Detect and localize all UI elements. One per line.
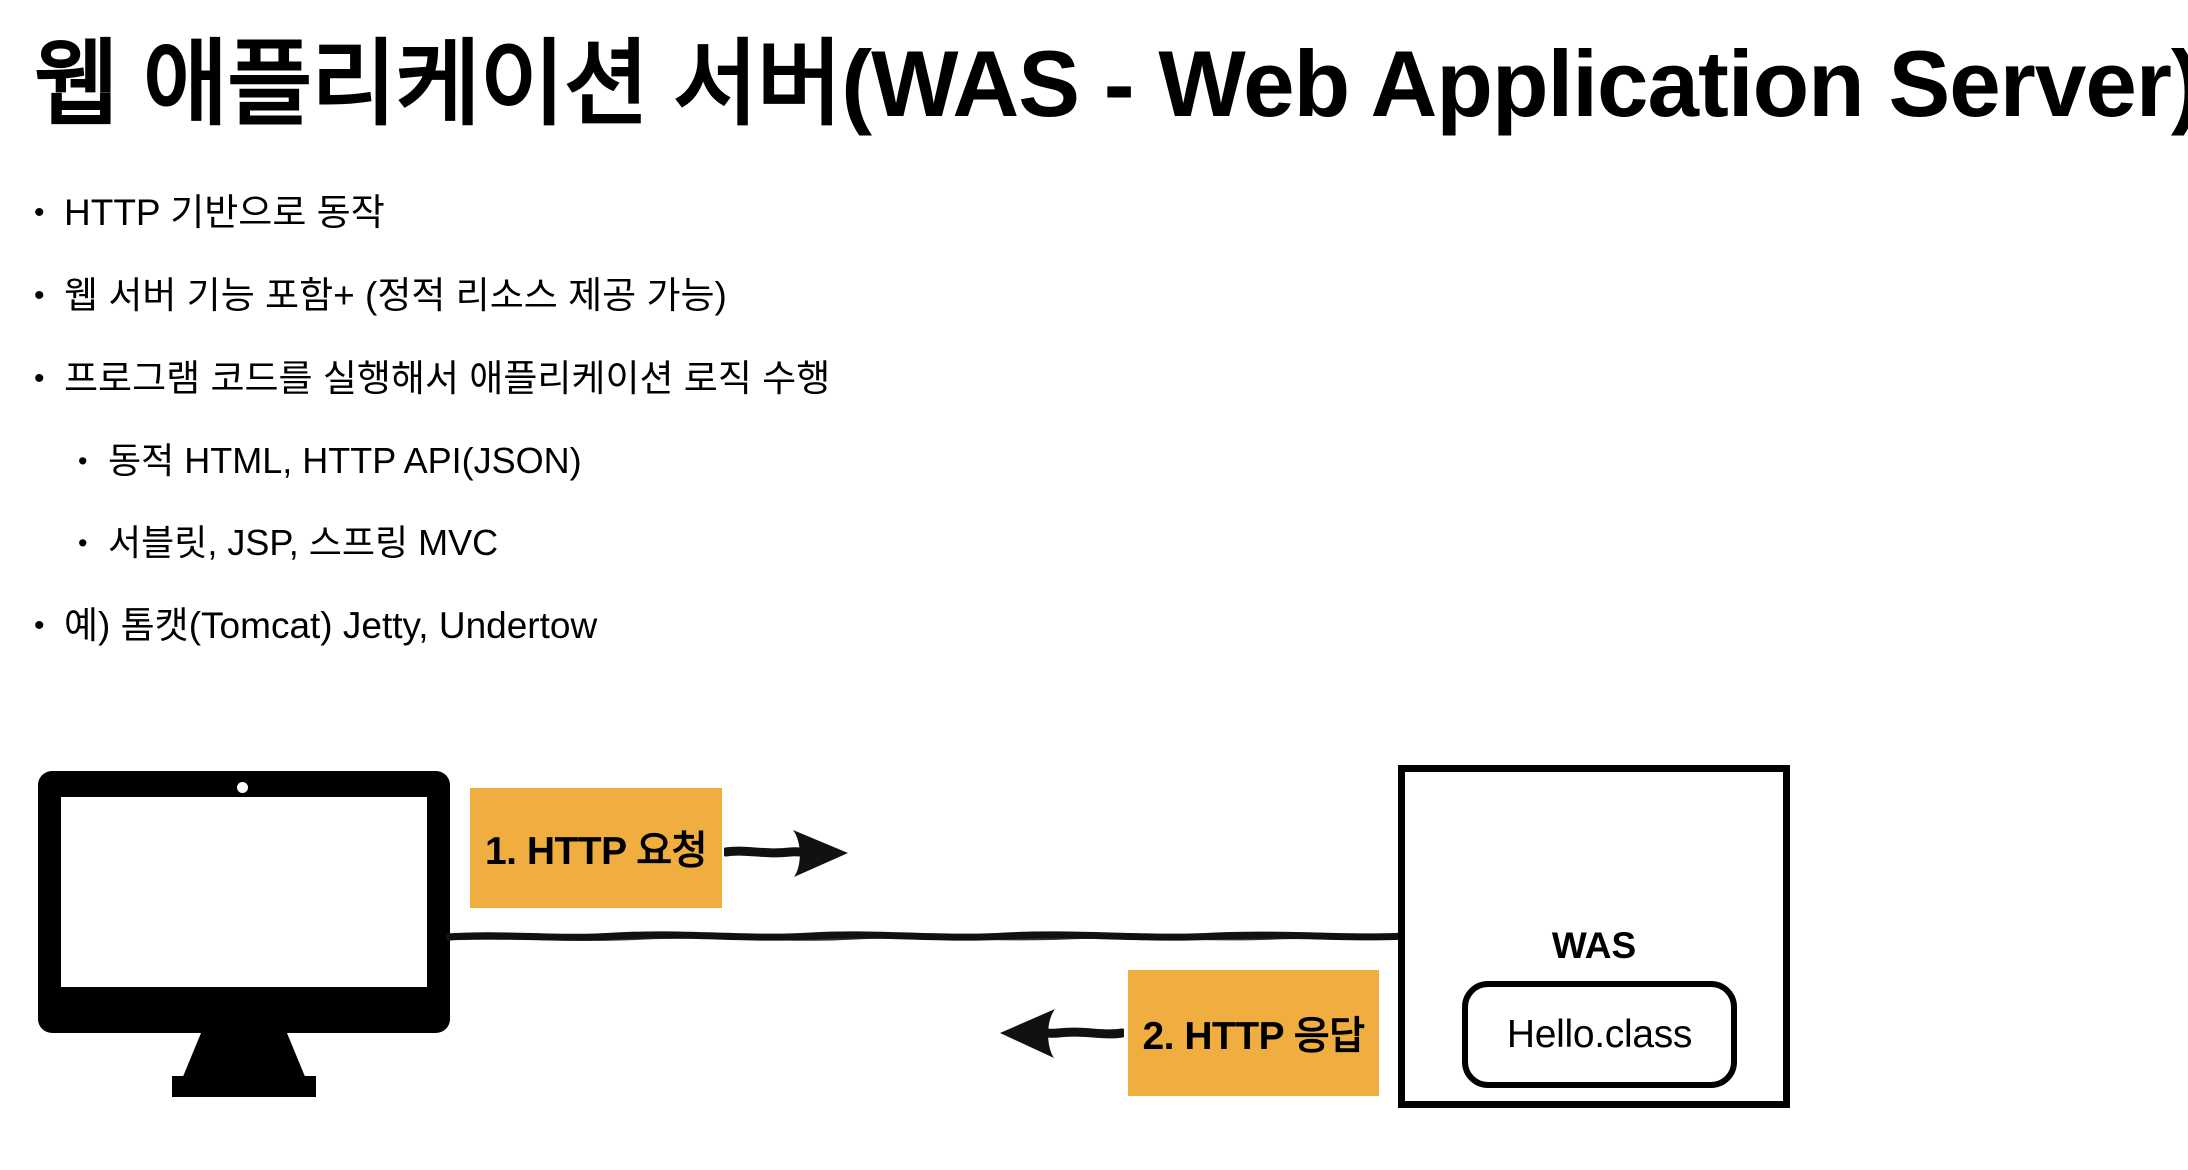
list-item-label: HTTP 기반으로 동작 [64,192,385,233]
bullet-dot-icon: • [78,528,88,558]
bullet-dot-icon: • [34,609,45,642]
list-item: • 서블릿, JSP, 스프링 MVC [0,513,1600,573]
monitor-stand-base [172,1076,316,1097]
step-label-http-response: 2. HTTP 응답 [1128,970,1379,1096]
step-label-http-request: 1. HTTP 요청 [470,788,722,908]
list-item: • 예) 톰캣(Tomcat) Jetty, Undertow [0,595,1600,657]
page-title: 웹 애플리케이션 서버(WAS - Web Application Server… [34,31,2188,136]
bullet-dot-icon: • [34,362,45,395]
list-item: • 동적 HTML, HTTP API(JSON) [0,431,1600,491]
list-item-label: 서블릿, JSP, 스프링 MVC [108,522,499,563]
was-server-box: WAS Hello.class [1398,765,1790,1108]
monitor-screen [61,797,427,987]
list-item-label: 웹 서버 기능 포함+ (정적 리소스 제공 가능) [64,275,727,316]
bullet-dot-icon: • [78,446,88,476]
monitor-camera-icon [237,782,248,793]
bullet-dot-icon: • [34,279,45,312]
arrow-left-icon [1000,1009,1124,1058]
monitor-stand-neck [182,1031,306,1079]
hello-class-box: Hello.class [1462,981,1737,1088]
was-label: WAS [1551,925,1637,966]
list-item: • 웹 서버 기능 포함+ (정적 리소스 제공 가능) [0,265,1600,327]
list-item-label: 동적 HTML, HTTP API(JSON) [108,440,582,481]
desktop-monitor-icon [38,771,450,1097]
connection-line-icon [446,931,1406,941]
bullet-list: • HTTP 기반으로 동작 • 웹 서버 기능 포함+ (정적 리소스 제공 … [0,182,1600,678]
hello-class-label: Hello.class [1506,1012,1693,1056]
bullet-dot-icon: • [34,196,45,229]
list-item-label: 예) 톰캣(Tomcat) Jetty, Undertow [64,605,598,646]
list-item: • 프로그램 코드를 실행해서 애플리케이션 로직 수행 [0,348,1600,410]
list-item: • HTTP 기반으로 동작 [0,182,1600,244]
arrow-right-icon [724,830,848,877]
list-item-label: 프로그램 코드를 실행해서 애플리케이션 로직 수행 [64,358,831,399]
